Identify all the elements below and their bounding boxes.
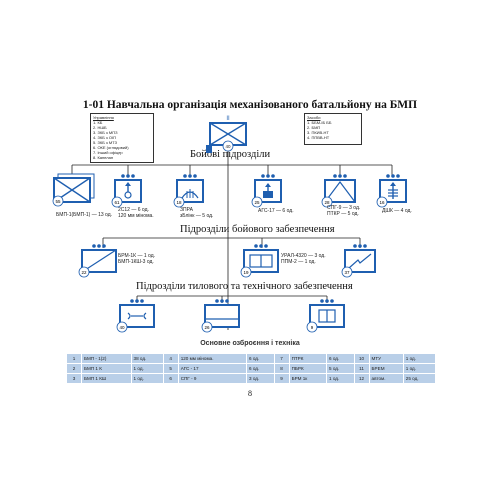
legend-line: 6. ОКЕ (оглядовий) bbox=[93, 145, 129, 150]
combat-unit-2-label: 2С12 — 6 од. 120 мм мінома. bbox=[118, 207, 154, 219]
support-unit-2: 19 bbox=[240, 244, 279, 278]
table-cell: 6 од. bbox=[246, 353, 275, 364]
logistics-unit-2: 26 bbox=[201, 299, 240, 333]
svg-text:18: 18 bbox=[176, 200, 182, 205]
table-cell: 1 од. bbox=[402, 353, 437, 364]
table-cell: 1 од. bbox=[130, 363, 164, 374]
combat-unit-1-label: БМП-1(БМП-1) — 13 од. bbox=[56, 212, 113, 218]
combat-unit-3: 18 bbox=[173, 174, 204, 208]
table-cell: 7 bbox=[273, 353, 290, 364]
table-cell: 1 од. bbox=[402, 363, 437, 374]
svg-text:25: 25 bbox=[254, 200, 260, 205]
section-combat: Бойові підрозділи bbox=[190, 149, 271, 160]
svg-text:28: 28 bbox=[324, 200, 330, 205]
combat-unit-6-label: ДШК — 4 од. bbox=[382, 208, 412, 214]
legend-line: 7. Інший офіцер bbox=[93, 150, 123, 155]
svg-text:55: 55 bbox=[55, 199, 61, 204]
combat-unit-5-label: СПГ-9 — 3 од. ПТКР — 5 од. bbox=[327, 205, 361, 217]
table-cell: 9 bbox=[273, 373, 290, 384]
table-cell: МТУ bbox=[368, 353, 404, 364]
svg-text:9: 9 bbox=[311, 325, 314, 330]
combat-unit-5: 28 bbox=[321, 174, 356, 208]
legend-line: 1. КБ bbox=[93, 120, 103, 125]
table-cell: 3 bbox=[66, 373, 82, 384]
svg-text:22: 22 bbox=[81, 270, 87, 275]
svg-text:37: 37 bbox=[344, 270, 350, 275]
table-cell: 38 од. bbox=[130, 353, 164, 364]
table-cell: 6 од. bbox=[246, 363, 275, 374]
support-unit-3: 37 bbox=[341, 244, 376, 278]
equipment-title: Основне озброєння і техніка bbox=[200, 340, 300, 347]
legend-line: Управління bbox=[93, 115, 114, 120]
support-unit-1-label: БРМ-1К — 1 од. БМП-1КШ-3 од. bbox=[118, 253, 156, 265]
combat-unit-2: 61 bbox=[111, 174, 142, 208]
combat-unit-3-label: ЗПРА зБлінк — 5 од. bbox=[180, 207, 214, 219]
table-cell: автом. bbox=[368, 373, 404, 384]
table-cell: БМП 1 КШ bbox=[81, 373, 132, 384]
svg-text:26: 26 bbox=[204, 325, 210, 330]
table-cell: 1 bbox=[66, 353, 82, 364]
combat-unit-6: 16 bbox=[376, 174, 407, 208]
table-cell: 1 од. bbox=[130, 373, 164, 384]
table-cell: 6 bbox=[162, 373, 179, 384]
legend-line: 3. ПКИВ-НТ bbox=[307, 130, 329, 135]
table-cell: 11 bbox=[353, 363, 370, 374]
table-cell: 12 bbox=[353, 373, 370, 384]
combat-unit-1: 55 bbox=[52, 173, 95, 207]
table-cell: ПБРК bbox=[288, 363, 327, 374]
connector-lines bbox=[71, 150, 393, 330]
legend-line: 5. ЗКБ з МТЗ bbox=[93, 140, 118, 145]
table-cell: 120 мм мінома. bbox=[177, 353, 248, 364]
svg-text:40: 40 bbox=[119, 325, 125, 330]
support-unit-2-label: УРАЛ-4320 — 3 од. ППМ-2 — 1 од. bbox=[281, 253, 326, 265]
table-cell: АГС - 17 bbox=[177, 363, 248, 374]
table-cell: 4 bbox=[162, 353, 179, 364]
svg-text:16: 16 bbox=[379, 200, 385, 205]
legend-line: 4. ППВВ-НТ bbox=[307, 135, 330, 140]
page-title: 1-01 Навчальна організація механізованог… bbox=[82, 99, 418, 111]
legend-line: 4. ЗКБ з ОІП bbox=[93, 135, 116, 140]
section-combat-support: Підрозділи бойового забезпечення bbox=[180, 224, 335, 235]
hq-unit-symbol: II 40 bbox=[206, 116, 247, 153]
legend-line: Засоби bbox=[307, 115, 321, 120]
table-cell: БРМ 1к bbox=[288, 373, 327, 384]
logistics-unit-3: 9 bbox=[306, 299, 345, 333]
combat-unit-4: 25 bbox=[251, 174, 282, 208]
table-cell: БРЕМ bbox=[368, 363, 404, 374]
combat-unit-4-label: АГС-17 — 6 од. bbox=[258, 208, 294, 214]
table-cell: 25 од. bbox=[402, 373, 437, 384]
support-unit-1: 22 bbox=[78, 244, 117, 278]
hq-number: 40 bbox=[225, 144, 231, 149]
table-cell: БМП - 1(2) bbox=[81, 353, 132, 364]
legend-line: 1. ББМ-ІБ ББ bbox=[307, 120, 332, 125]
table-cell: ПТРК bbox=[288, 353, 327, 364]
table-cell: 6 од. bbox=[325, 353, 355, 364]
table-cell: 5 bbox=[162, 363, 179, 374]
legend-line: 3. ЗКБ з МПЗ bbox=[93, 130, 118, 135]
legend-line: 2. БМП bbox=[307, 125, 321, 130]
page-number: 8 bbox=[248, 389, 252, 398]
hq-echelon-mark: II bbox=[226, 116, 230, 122]
table-cell: 10 bbox=[353, 353, 370, 364]
table-cell: 5 од. bbox=[325, 363, 355, 374]
logistics-unit-1: 40 bbox=[116, 299, 155, 333]
legend-line: 2. НШБ bbox=[93, 125, 107, 130]
table-cell: 1 од. bbox=[325, 373, 355, 384]
table-cell: БМП 1 К bbox=[81, 363, 132, 374]
svg-text:19: 19 bbox=[243, 270, 249, 275]
table-cell: СПГ - 9 bbox=[177, 373, 248, 384]
table-cell: 3 од. bbox=[246, 373, 275, 384]
legend-line: 8. Капелан bbox=[93, 155, 114, 160]
svg-text:61: 61 bbox=[114, 200, 120, 205]
table-cell: 8 bbox=[273, 363, 290, 374]
section-logistics: Підрозділи тилового та технічного забезп… bbox=[136, 281, 353, 292]
table-cell: 2 bbox=[66, 363, 82, 374]
